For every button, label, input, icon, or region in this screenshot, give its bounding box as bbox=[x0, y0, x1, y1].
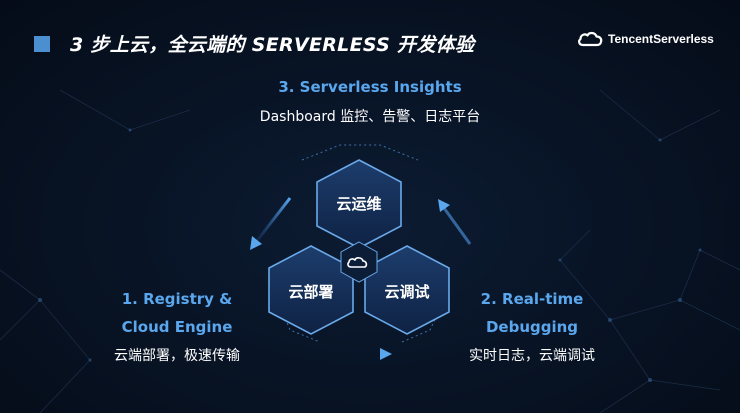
hex-ops-label: 云运维 bbox=[319, 193, 399, 214]
hex-deploy-label: 云部署 bbox=[271, 281, 351, 302]
registry-title-line1: 1. Registry & bbox=[92, 290, 262, 308]
hex-debug-label: 云调试 bbox=[367, 281, 447, 302]
registry-title-line2: Cloud Engine bbox=[92, 318, 262, 336]
realtime-title-line2: Debugging bbox=[452, 318, 612, 336]
arrow-to-ops bbox=[438, 199, 470, 244]
realtime-title-line1: 2. Real-time bbox=[452, 290, 612, 308]
registry-description: 云端部署，极速传输 bbox=[92, 345, 262, 365]
arrow-to-debug bbox=[324, 348, 392, 360]
arrow-to-deploy bbox=[250, 198, 290, 250]
realtime-description: 实时日志，云端调试 bbox=[440, 345, 624, 365]
